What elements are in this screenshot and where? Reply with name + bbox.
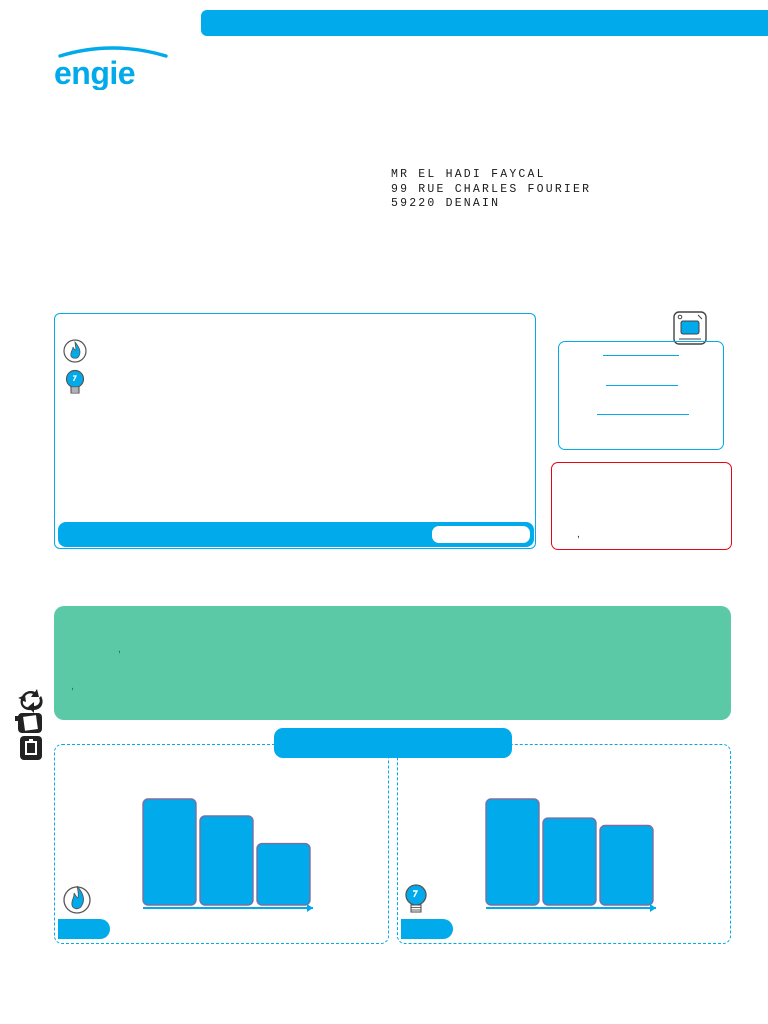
flame-icon (63, 885, 91, 914)
recipient-street: 99 RUE CHARLES FOURIER (391, 182, 592, 196)
recycle-icon (18, 689, 43, 713)
gas-chart-bar-3 (256, 842, 311, 906)
top-brand-band (201, 10, 768, 36)
engie-logo: engie (52, 44, 172, 91)
svg-text:engie: engie (54, 55, 135, 90)
green-panel-text-2: , (71, 681, 74, 692)
flame-icon (62, 336, 88, 366)
lightbulb-icon (405, 884, 427, 913)
contact-link-3[interactable] (597, 414, 689, 416)
recipient-name: MR EL HADI FAYCAL (391, 168, 546, 181)
paper-document-icon (15, 713, 42, 733)
total-amount-field (432, 526, 530, 543)
trash-bin-icon (20, 736, 42, 760)
contact-link-1[interactable] (603, 355, 679, 357)
gas-chart-axis-arrow (307, 904, 313, 912)
recipient-address: MR EL HADI FAYCAL 99 RUE CHARLES FOURIER… (391, 168, 591, 212)
eco-icons (15, 686, 47, 762)
contact-info-box (558, 341, 724, 450)
electricity-chart-bar-2 (542, 817, 597, 906)
gas-chart-bar-1 (142, 798, 197, 906)
gas-consumption-chart (54, 744, 389, 944)
electricity-consumption-chart (397, 744, 731, 944)
engie-logo-graphic: engie (54, 46, 168, 91)
bill-summary-box (54, 313, 536, 549)
electricity-chart-bar-1 (485, 798, 540, 906)
gas-chart-svg (63, 798, 313, 914)
internet-box-icon (671, 308, 709, 348)
gas-chart-tab (58, 919, 110, 939)
payment-alert-box (551, 462, 732, 550)
electricity-chart-bar-3 (599, 824, 654, 906)
contact-link-2[interactable] (606, 385, 678, 387)
info-green-panel (54, 606, 731, 720)
gas-chart-bar-2 (199, 815, 254, 906)
alert-text: , (577, 529, 580, 540)
electricity-chart-svg (405, 798, 656, 913)
recipient-city: 59220 DENAIN (391, 197, 501, 210)
consumption-chart-header (274, 728, 512, 758)
electricity-chart-axis-arrow (650, 904, 656, 912)
green-panel-text-1: , (118, 644, 121, 655)
electricity-chart-tab (401, 919, 453, 939)
lightbulb-icon (62, 368, 88, 398)
